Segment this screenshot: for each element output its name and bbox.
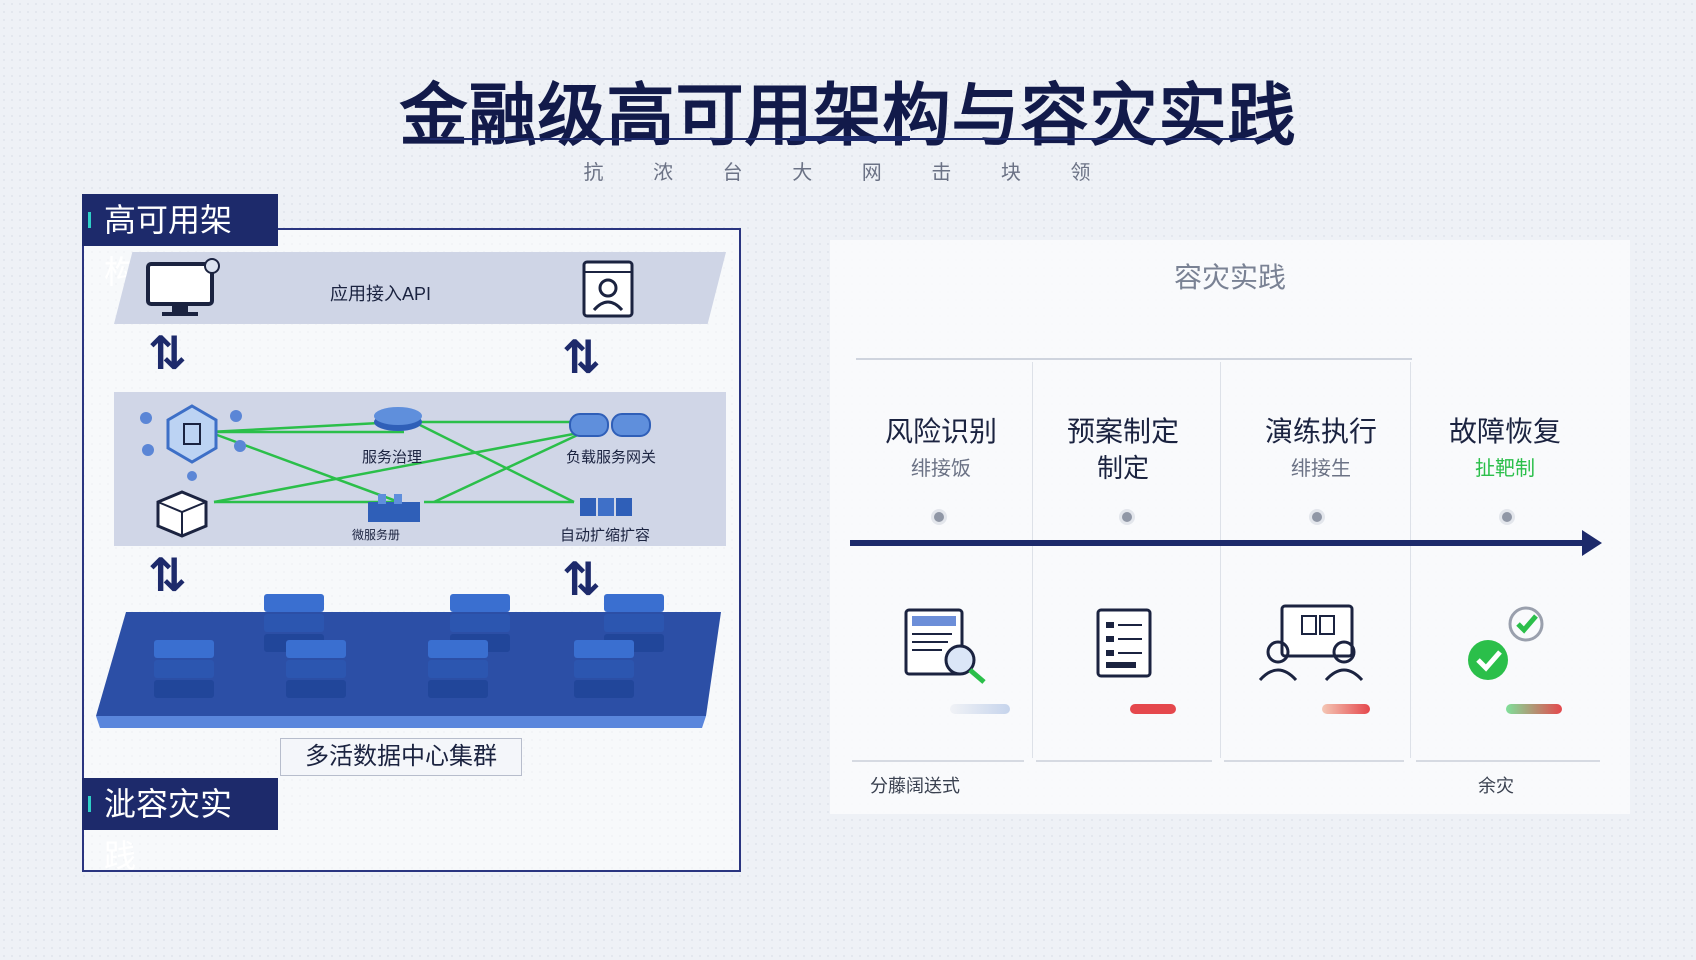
server-stack-icon [154, 640, 214, 698]
team-drill-icon [1258, 604, 1364, 682]
service-governance-label: 服务治理 [362, 449, 423, 466]
top-divider [856, 358, 1412, 360]
updown-arrow-icon: ⇅ [562, 331, 601, 383]
page-subtitle: 抗 浓 台 大 网 击 块 领 [583, 162, 1113, 184]
step-risk-title: 风险识别 [884, 416, 997, 447]
bottom-left-label: 分藤阔送式 [870, 776, 960, 796]
step-plan-title: 预案制定 [1066, 416, 1179, 447]
timeline-dot [1502, 512, 1512, 522]
datacenter-platform [96, 612, 721, 728]
updown-arrow-icon: ⇅ [562, 553, 601, 605]
section-tab-architecture: 高可用架构 [82, 194, 278, 290]
page-title: 金融级高可用架构与容灾实践 [399, 77, 1297, 156]
progress-pill [1506, 704, 1562, 714]
arrow-right-icon [1582, 530, 1602, 556]
autoscale-icon [580, 498, 632, 516]
autoscale-label: 自动扩缩扩容 [560, 527, 651, 544]
microservice-icon [368, 494, 420, 522]
progress-pill [950, 704, 1010, 714]
package-icon [156, 490, 208, 538]
checklist-icon [1096, 608, 1152, 678]
updown-arrow-icon: ⇅ [148, 549, 187, 601]
core-hub-icon [140, 404, 246, 481]
step-drill-title: 演练执行 [1264, 416, 1377, 447]
progress-pill [1130, 704, 1176, 714]
user-profile-icon [582, 260, 634, 318]
timeline-dot [1122, 512, 1132, 522]
title-underline-accent [790, 136, 910, 141]
dr-card-title: 容灾实践 [1173, 262, 1286, 293]
step-recovery-sub: 扯靶制 [1475, 458, 1535, 480]
section-tab-disaster-recovery: 泚容灾实践 [82, 778, 278, 874]
progress-pill [1322, 704, 1370, 714]
microservice-label: 微服务册 [352, 528, 401, 542]
gateway-icon [569, 413, 651, 437]
timeline-dot [1312, 512, 1322, 522]
router-icon [374, 407, 422, 431]
monitor-icon [146, 258, 220, 316]
cluster-label: 多活数据中心集群 [280, 738, 522, 776]
server-cluster [154, 594, 664, 698]
lb-gateway-label: 负载服务网关 [566, 449, 657, 466]
recovery-check-icon [1468, 606, 1544, 680]
process-timeline [850, 540, 1590, 546]
dr-practice-card [830, 240, 1630, 814]
bottom-right-label: 余灾 [1478, 776, 1514, 796]
updown-arrow-icon: ⇅ [148, 327, 187, 379]
timeline-dot [934, 512, 944, 522]
section-tab-label: 泚容灾实践 [104, 786, 233, 874]
step-drill-sub: 绯接生 [1291, 458, 1351, 480]
document-search-icon [904, 608, 986, 684]
step-risk-sub: 绯接饭 [911, 458, 971, 480]
step-recovery-title: 故障恢复 [1448, 416, 1561, 447]
api-label: 应用接入API [330, 284, 432, 304]
step-plan-sub: 制定 [1096, 453, 1149, 483]
